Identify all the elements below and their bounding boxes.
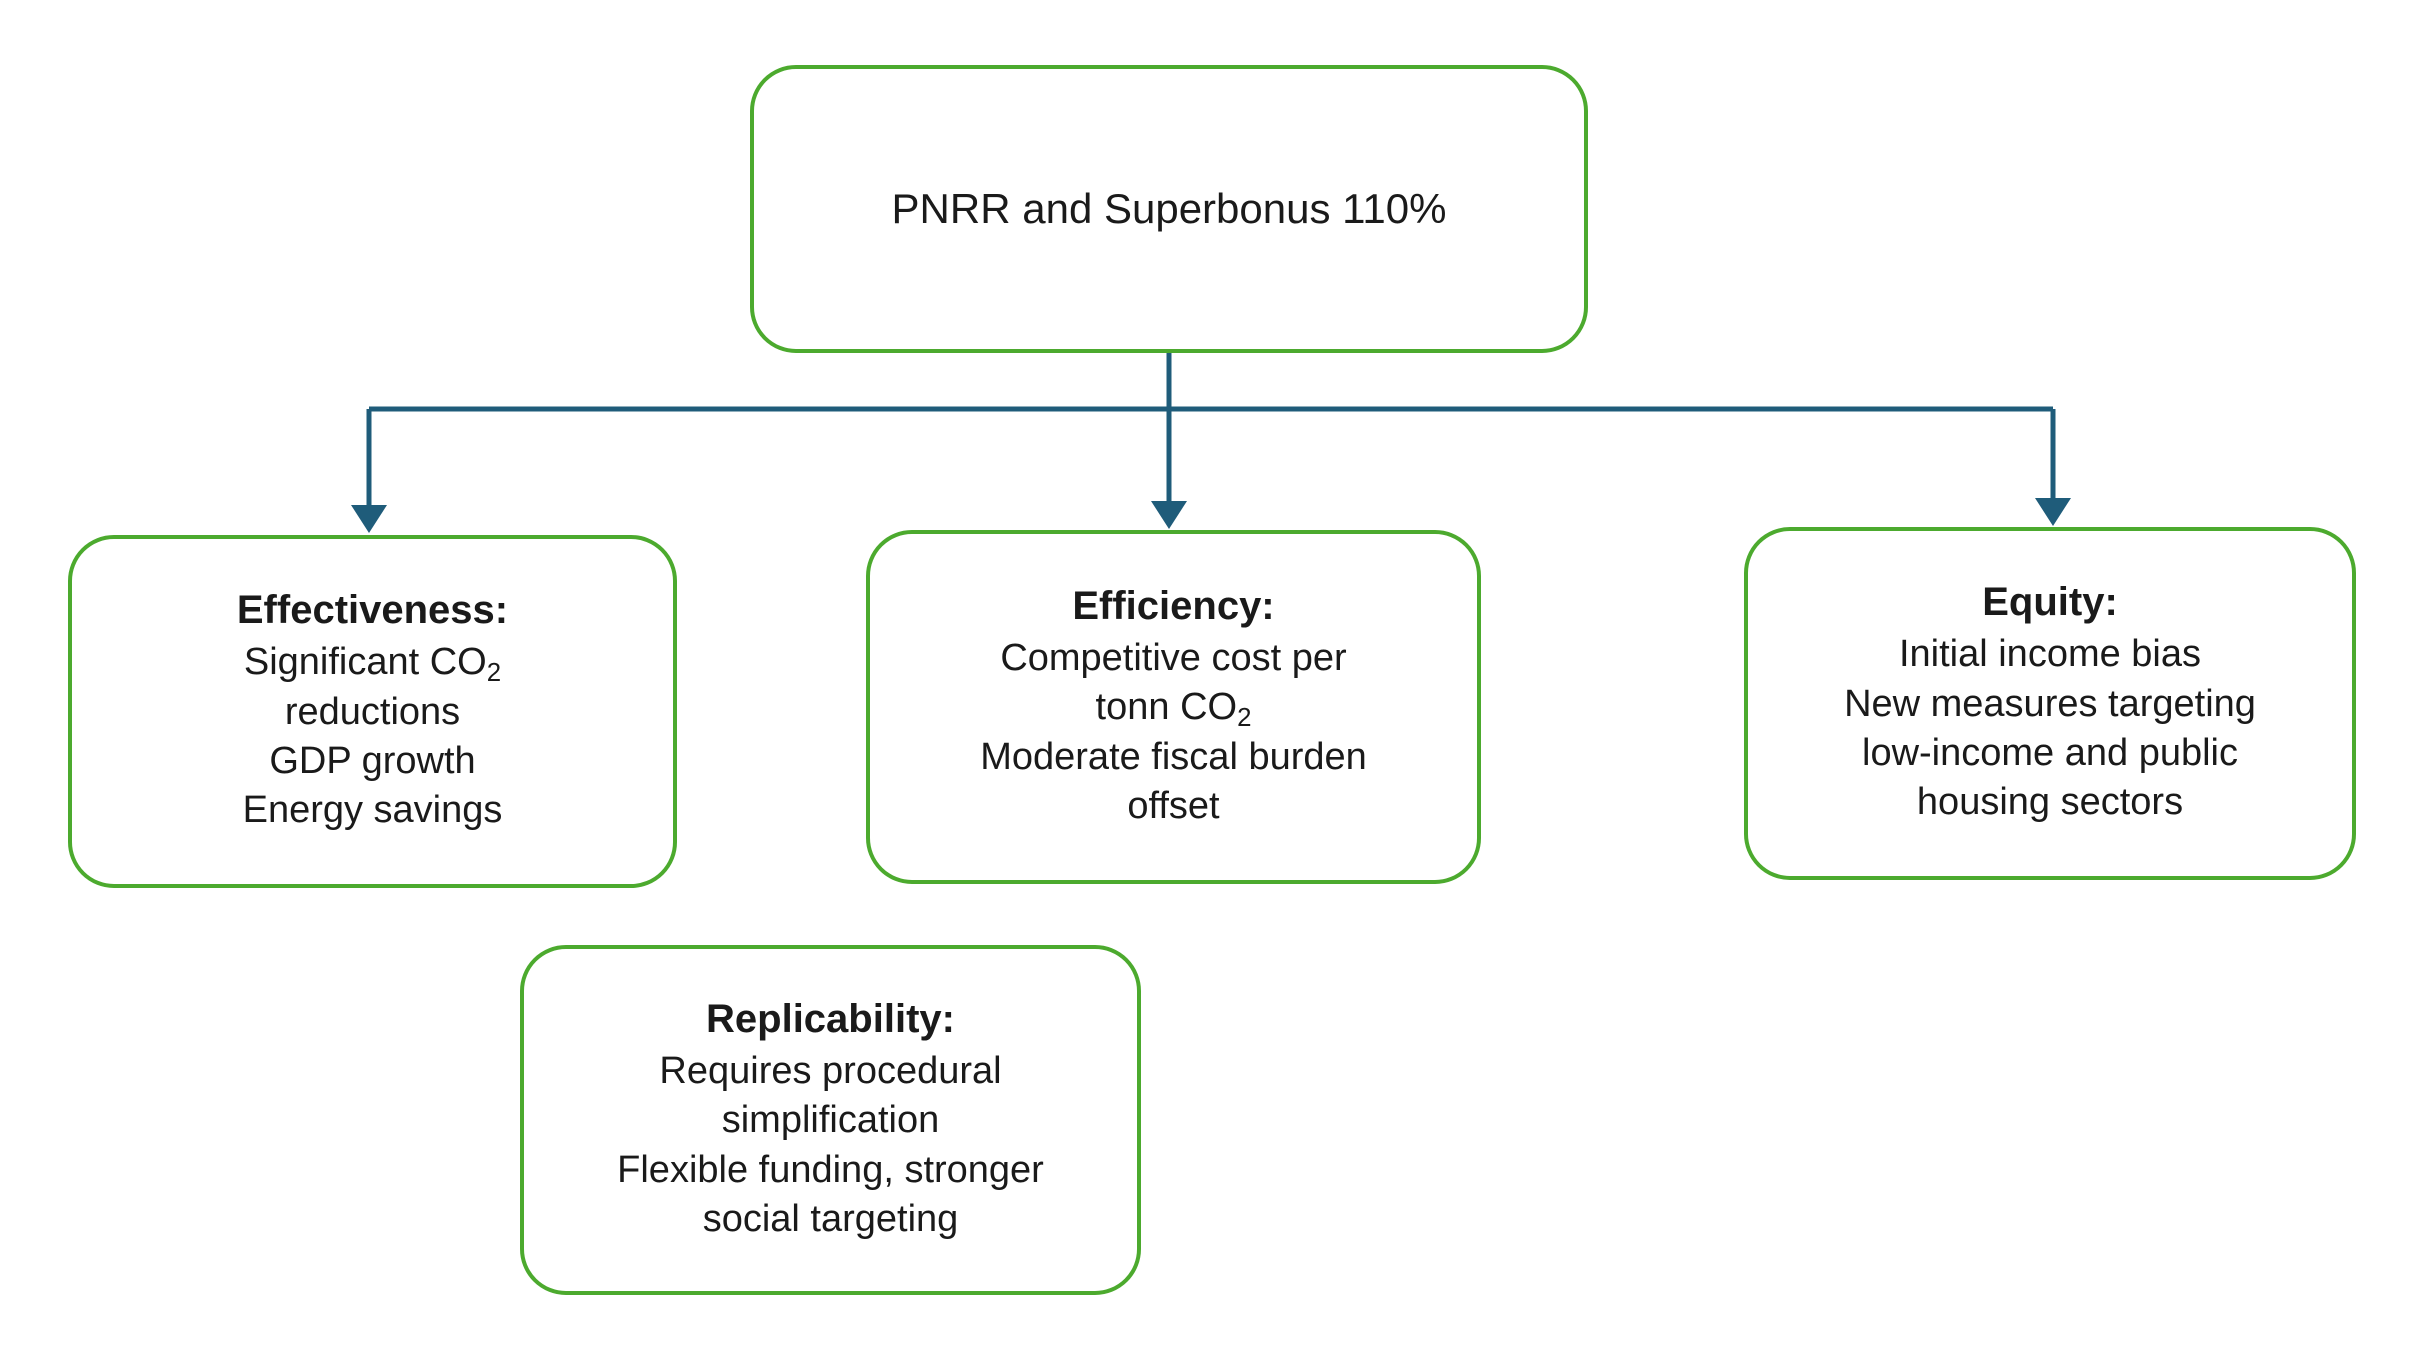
node-efficiency-line-3: Moderate fiscal burden xyxy=(980,735,1367,778)
node-efficiency-line-4: offset xyxy=(1127,784,1220,827)
node-effectiveness-line-3: GDP growth xyxy=(269,740,476,783)
node-effectiveness-line-1: Significant CO2 xyxy=(243,641,502,688)
node-replicability-line-1: Requires procedural xyxy=(659,1049,1002,1092)
root-node-label: PNRR and Superbonus 110% xyxy=(891,184,1447,232)
node-effectiveness-line-2: reductions xyxy=(284,690,461,733)
node-equity-title: Equity: xyxy=(1982,580,2118,625)
arrowhead-effectiveness xyxy=(351,505,387,533)
node-equity-line-3: low-income and public xyxy=(1862,732,2238,775)
node-replicability-line-2: simplification xyxy=(721,1099,940,1142)
node-efficiency-title: Efficiency: xyxy=(1072,583,1275,628)
node-equity[interactable]: Equity: Initial income bias New measures… xyxy=(1744,527,2356,880)
subscript-2: 2 xyxy=(1237,703,1252,732)
node-effectiveness-line-4: Energy savings xyxy=(242,789,503,832)
arrowhead-equity xyxy=(2035,498,2071,526)
node-replicability-title: Replicability: xyxy=(706,996,955,1041)
node-equity-line-2: New measures targeting xyxy=(1844,682,2256,725)
node-effectiveness-title: Effectiveness: xyxy=(236,588,509,633)
node-replicability-line-3: Flexible funding, stronger xyxy=(617,1148,1044,1191)
node-equity-line-1: Initial income bias xyxy=(1898,633,2202,676)
node-efficiency-line-2: tonn CO2 xyxy=(1095,686,1252,732)
node-replicability-line-4: social targeting xyxy=(702,1197,959,1240)
subscript-2: 2 xyxy=(486,659,502,688)
node-replicability[interactable]: Replicability: Requires procedural simpl… xyxy=(520,945,1141,1295)
node-effectiveness[interactable]: Effectiveness: Significant CO2 reduction… xyxy=(68,535,677,888)
node-efficiency-line-1: Competitive cost per xyxy=(1000,636,1347,679)
node-root-pnrr-superbonus[interactable]: PNRR and Superbonus 110% xyxy=(750,65,1588,353)
node-efficiency[interactable]: Efficiency: Competitive cost per tonn CO… xyxy=(866,530,1481,884)
node-equity-line-4: housing sectors xyxy=(1916,781,2184,824)
arrowhead-efficiency xyxy=(1151,501,1187,529)
